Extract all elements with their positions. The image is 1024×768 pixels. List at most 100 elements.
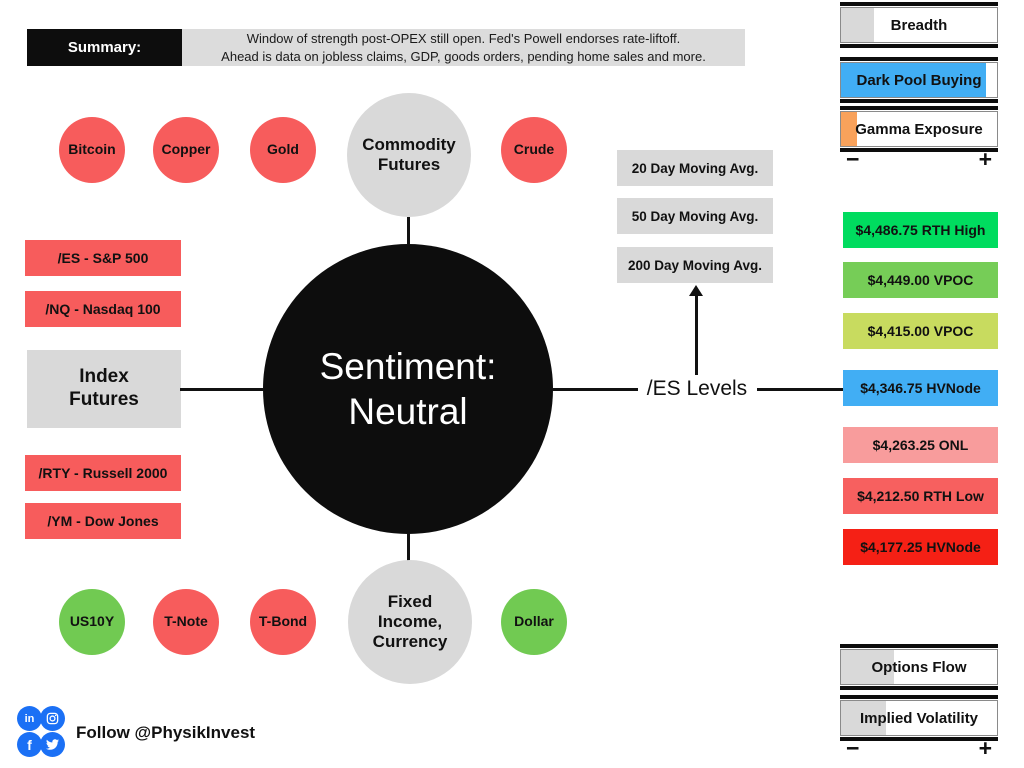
connector-left xyxy=(180,388,264,391)
hub-fixed-line3: Currency xyxy=(372,632,448,652)
hub-fixed-line1: Fixed xyxy=(387,591,433,611)
linkedin-icon[interactable]: in xyxy=(17,706,42,731)
instagram-icon[interactable] xyxy=(40,706,65,731)
es-levels-label: /ES Levels xyxy=(632,375,762,403)
level-onl-4263: $4,263.25 ONL xyxy=(843,427,998,463)
level-hvnode-4177: $4,177.25 HVNode xyxy=(843,529,998,565)
level-hvnode-4177-label: $4,177.25 HVNode xyxy=(860,539,981,555)
level-rth-low: $4,212.50 RTH Low xyxy=(843,478,998,514)
connector-bottom xyxy=(407,533,410,561)
arrow-shaft xyxy=(695,295,698,375)
gauge-gamma-label: Gamma Exposure xyxy=(855,120,983,138)
gauge-gamma-box: Gamma Exposure xyxy=(840,111,998,147)
hub-index-futures: Index Futures xyxy=(27,350,181,428)
node-dollar: Dollar xyxy=(501,589,567,655)
plus-icon: + xyxy=(978,734,992,761)
twitter-glyph xyxy=(46,739,59,750)
connector-top xyxy=(407,217,410,245)
hub-index-line1: Index xyxy=(79,366,129,388)
gauge-implied-vol-box: Implied Volatility xyxy=(840,700,998,736)
scale-row-top: − + xyxy=(840,145,998,172)
node-gold: Gold xyxy=(250,117,316,183)
level-hvnode-4346-label: $4,346.75 HVNode xyxy=(860,380,981,396)
level-rth-high-label: $4,486.75 RTH High xyxy=(855,222,986,238)
gauge-breadth-box: Breadth xyxy=(840,7,998,43)
tag-ym-dow-label: /YM - Dow Jones xyxy=(47,513,159,529)
hub-commodity-line1: Commodity xyxy=(362,134,456,154)
minus-icon: − xyxy=(846,145,860,172)
hub-index-line2: Futures xyxy=(69,389,139,410)
node-tbond: T-Bond xyxy=(250,589,316,655)
hub-fixed-income: Fixed Income, Currency xyxy=(348,560,472,684)
gauge-options-flow-bar-bottom xyxy=(840,686,998,690)
tag-rty-russell-label: /RTY - Russell 2000 xyxy=(38,465,168,481)
gauge-options-flow-fill xyxy=(841,650,895,684)
gauge-dark-pool: Dark Pool Buying xyxy=(840,57,998,103)
gauge-options-flow-label: Options Flow xyxy=(871,658,967,676)
level-rth-high: $4,486.75 RTH High xyxy=(843,212,998,248)
node-us10y: US10Y xyxy=(59,589,125,655)
level-vpoc-4415-label: $4,415.00 VPOC xyxy=(867,323,974,339)
node-tnote: T-Note xyxy=(153,589,219,655)
node-crude-label: Crude xyxy=(513,141,555,158)
linkedin-glyph: in xyxy=(24,712,35,725)
node-tbond-label: T-Bond xyxy=(258,613,308,630)
level-vpoc-4415: $4,415.00 VPOC xyxy=(843,313,998,349)
gauge-implied-vol-label: Implied Volatility xyxy=(859,709,979,727)
node-copper-label: Copper xyxy=(161,141,211,158)
gauge-dark-pool-bar-bottom xyxy=(840,99,998,103)
gauge-gamma-fill xyxy=(841,112,857,146)
gauge-dark-pool-box: Dark Pool Buying xyxy=(840,62,998,98)
follow-handle: Follow @PhysikInvest xyxy=(76,721,255,745)
scale-row-bottom: − + xyxy=(840,734,998,761)
summary-line-1: Window of strength post-OPEX still open.… xyxy=(246,30,681,46)
gauge-breadth: Breadth xyxy=(840,2,998,48)
sentiment-line2: Neutral xyxy=(348,391,468,432)
node-bitcoin: Bitcoin xyxy=(59,117,125,183)
node-crude: Crude xyxy=(501,117,567,183)
tag-rty-russell: /RTY - Russell 2000 xyxy=(25,455,181,491)
ma-200-day: 200 Day Moving Avg. xyxy=(617,247,773,283)
facebook-glyph: f xyxy=(27,736,32,753)
facebook-icon[interactable]: f xyxy=(17,732,42,757)
gauge-breadth-bar-bottom xyxy=(840,44,998,48)
hub-fixed-line2: Income, xyxy=(377,611,443,631)
hub-commodity-futures: Commodity Futures xyxy=(347,93,471,217)
node-dollar-label: Dollar xyxy=(514,613,554,630)
gauge-options-flow: Options Flow xyxy=(840,644,998,690)
node-gold-label: Gold xyxy=(267,141,299,158)
node-bitcoin-label: Bitcoin xyxy=(68,141,116,158)
es-levels-label-text: /ES Levels xyxy=(646,377,748,400)
gauge-implied-vol: Implied Volatility xyxy=(840,695,998,741)
sentiment-line1: Sentiment: xyxy=(319,345,497,387)
ma-50-day-label: 50 Day Moving Avg. xyxy=(631,208,759,224)
summary-line-2: Ahead is data on jobless claims, GDP, go… xyxy=(221,48,706,64)
arrow-up-icon xyxy=(689,285,703,296)
level-rth-low-label: $4,212.50 RTH Low xyxy=(857,488,984,504)
gauge-gamma-bar-top xyxy=(840,106,998,110)
node-us10y-label: US10Y xyxy=(69,613,115,630)
ma-20-day-label: 20 Day Moving Avg. xyxy=(631,160,759,176)
level-onl-4263-label: $4,263.25 ONL xyxy=(872,437,969,453)
tag-nq-nasdaq-label: /NQ - Nasdaq 100 xyxy=(45,301,161,317)
gauge-implied-vol-fill xyxy=(841,701,887,735)
tag-es-sp500-label: /ES - S&P 500 xyxy=(57,250,149,266)
gauge-breadth-fill xyxy=(841,8,874,42)
gauge-implied-vol-bar-bottom xyxy=(840,737,998,741)
gauge-breadth-label: Breadth xyxy=(890,16,948,34)
tag-nq-nasdaq: /NQ - Nasdaq 100 xyxy=(25,291,181,327)
tag-es-sp500: /ES - S&P 500 xyxy=(25,240,181,276)
gauge-dark-pool-fill xyxy=(841,63,987,97)
sentiment-circle: Sentiment: Neutral xyxy=(263,244,553,534)
twitter-icon[interactable] xyxy=(40,732,65,757)
gauge-options-flow-bar-top xyxy=(840,644,998,648)
summary-label: Summary: xyxy=(27,29,182,66)
node-tnote-label: T-Note xyxy=(164,613,208,630)
ma-50-day: 50 Day Moving Avg. xyxy=(617,198,773,234)
minus-icon: − xyxy=(846,734,860,761)
follow-handle-text: Follow @PhysikInvest xyxy=(76,723,256,742)
gauge-dark-pool-bar-top xyxy=(840,57,998,61)
gauge-options-flow-box: Options Flow xyxy=(840,649,998,685)
gauge-dark-pool-label: Dark Pool Buying xyxy=(856,71,982,89)
